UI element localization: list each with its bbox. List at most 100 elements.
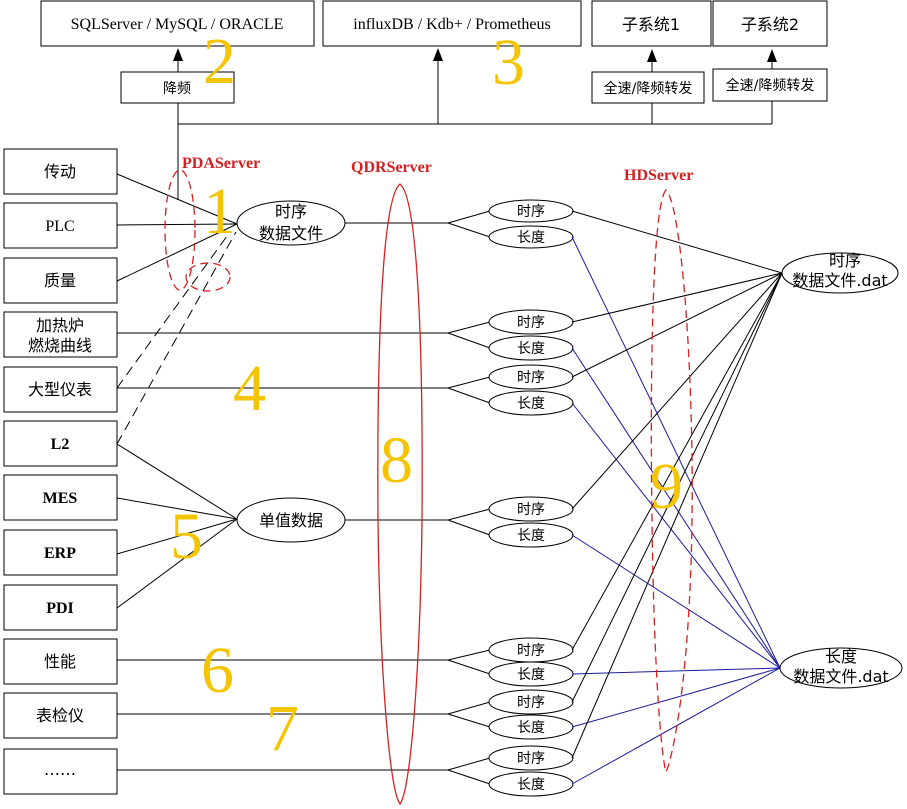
source-box-mes[interactable]	[3, 474, 118, 521]
source-label: 质量	[44, 271, 76, 290]
fork-line	[447, 757, 491, 771]
dashed-link-line	[116, 231, 231, 389]
link-line	[116, 518, 238, 609]
fork-line	[447, 659, 491, 675]
link-line	[116, 443, 238, 520]
split-time-node[interactable]	[488, 689, 574, 715]
source-box-pdi[interactable]	[3, 584, 118, 631]
source-label: 加热炉	[36, 316, 84, 335]
length-output-link	[571, 347, 781, 669]
source-box-drive[interactable]	[3, 148, 118, 195]
pdaserver-region	[164, 169, 196, 291]
fork-line	[447, 332, 491, 349]
source-label: MES	[43, 490, 78, 507]
fork-line	[447, 376, 491, 389]
length-output-link	[571, 534, 781, 669]
split-length-node[interactable]	[488, 335, 574, 361]
split-time-label: 时序	[517, 204, 545, 220]
marker-8: 8	[380, 424, 413, 497]
qdrserver-label: QDRServer	[351, 159, 432, 176]
fork-line	[447, 222, 491, 238]
marker-6: 6	[201, 634, 234, 707]
forward2-label: 全速/降频转发	[726, 77, 815, 94]
split-time-node[interactable]	[488, 496, 574, 522]
time-output-link	[571, 272, 783, 703]
marker-2: 2	[203, 25, 236, 98]
source-box-instrument[interactable]	[3, 366, 118, 413]
time-output-link	[571, 272, 783, 378]
dashed-link-line	[116, 231, 237, 445]
output-label: 时序	[829, 251, 861, 270]
hdserver-region	[650, 189, 693, 774]
forward2-box[interactable]	[712, 68, 828, 102]
tsdb-box[interactable]	[322, 0, 582, 47]
source-label-line2: 燃烧曲线	[28, 336, 92, 355]
split-length-label: 长度	[517, 230, 545, 246]
length-output-link	[571, 667, 781, 675]
source-box-quality[interactable]	[3, 257, 118, 304]
source-box-l2[interactable]	[3, 420, 118, 467]
hub-label-line2: 数据文件	[259, 224, 323, 243]
pdaserver-label: PDAServer	[182, 155, 260, 172]
source-list: 传动 PLC 质量 加热炉 燃烧曲线 大型仪表 L2 MES ERP PDI 性…	[3, 148, 118, 795]
length-dat-file[interactable]	[779, 647, 903, 689]
hub-label: 单值数据	[259, 511, 323, 530]
output-links	[571, 210, 783, 785]
fork-line	[447, 387, 491, 404]
marker-4: 4	[233, 352, 266, 425]
subsystem2-label: 子系统2	[741, 15, 799, 34]
source-label: ERP	[44, 545, 76, 562]
source-label: PDI	[46, 600, 74, 617]
source-label: PLC	[45, 218, 74, 235]
fork-line	[447, 713, 491, 728]
split-length-node[interactable]	[488, 390, 574, 416]
length-output-link	[571, 236, 781, 669]
link-line	[116, 518, 238, 555]
relational-db-box[interactable]	[40, 0, 315, 47]
marker-3: 3	[492, 26, 525, 99]
source-box-more[interactable]	[3, 748, 118, 795]
forward1-label: 全速/降频转发	[604, 80, 693, 97]
output-label-line2: 数据文件.dat	[793, 667, 888, 686]
forward1-box[interactable]	[591, 71, 705, 104]
arrow-up-icon	[647, 49, 657, 62]
split-length-label: 长度	[517, 777, 545, 793]
marker-5: 5	[170, 500, 203, 573]
time-output-link	[571, 272, 783, 759]
source-label: 性能	[44, 652, 76, 671]
length-output-link	[571, 667, 781, 728]
source-label: 表检仪	[36, 706, 84, 725]
time-output-link	[571, 272, 783, 651]
length-output-link	[571, 667, 781, 785]
source-box-furnace[interactable]	[3, 311, 118, 358]
split-length-label: 长度	[517, 396, 545, 412]
arrow-up-icon	[173, 48, 183, 61]
source-label: ……	[44, 760, 76, 779]
subsystem1-box[interactable]	[591, 0, 712, 47]
arrow-up-icon	[767, 49, 777, 62]
fork-line	[447, 210, 491, 224]
source-label: 传动	[44, 162, 76, 181]
tsdb-label: influxDB / Kdb+ / Prometheus	[353, 16, 550, 33]
source-box-plc[interactable]	[3, 202, 118, 249]
source-box-performance[interactable]	[3, 638, 118, 685]
link-line	[116, 497, 238, 520]
marker-1: 1	[203, 175, 236, 248]
link-line	[116, 173, 238, 225]
split-length-node[interactable]	[488, 522, 574, 548]
split-length-node[interactable]	[488, 225, 574, 249]
fork-line	[447, 508, 491, 521]
source-box-erp[interactable]	[3, 529, 118, 576]
source-box-surface-inspector[interactable]	[3, 692, 118, 739]
source-label: L2	[51, 436, 70, 453]
split-length-label: 长度	[517, 720, 545, 736]
split-time-label: 时序	[517, 695, 545, 711]
timeseries-dat-file[interactable]	[781, 252, 899, 294]
subsystem2-box[interactable]	[712, 0, 828, 47]
fork-line	[447, 519, 491, 536]
downsample-label: 降频	[163, 81, 191, 97]
split-time-label: 时序	[517, 502, 545, 518]
split-time-node[interactable]	[488, 745, 574, 771]
